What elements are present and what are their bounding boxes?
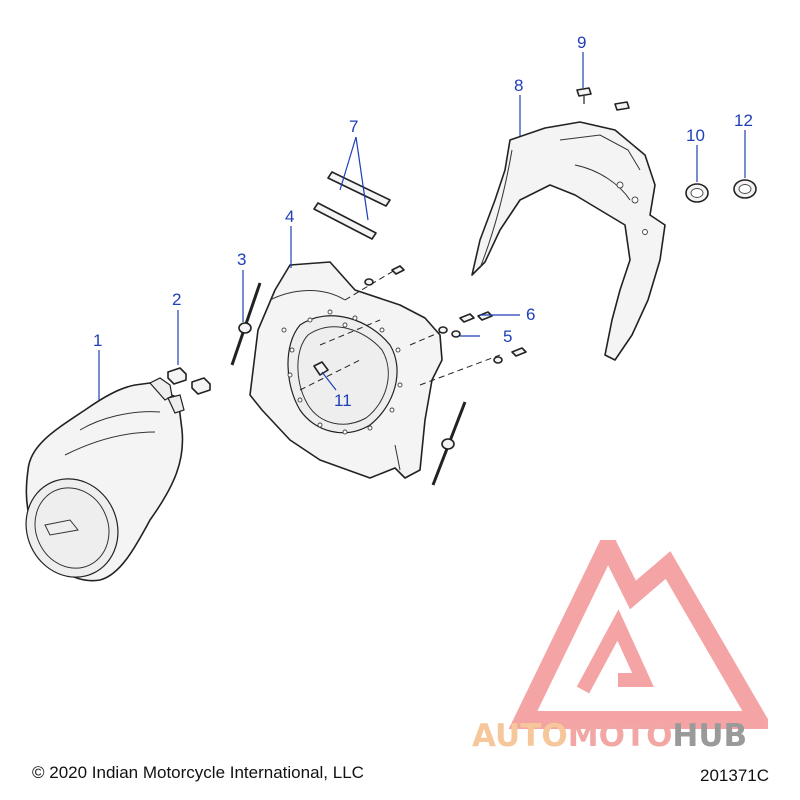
part-3-rod: [230, 282, 262, 366]
part-4-inner-fairing: [249, 261, 443, 479]
part-1-headlight-nacelle: [25, 377, 185, 582]
callout-8: 8: [514, 76, 523, 95]
logo-text-moto: MOTO: [567, 718, 673, 754]
copyright-notice: © 2020 Indian Motorcycle International, …: [32, 763, 364, 782]
part-2-clips: [167, 367, 211, 395]
drawing-number: 201371C: [700, 766, 770, 785]
part-11-bracket: [313, 361, 329, 376]
logo-text-hub: HUB: [672, 718, 748, 754]
part-7-rods: [313, 171, 391, 240]
callout-10: 10: [686, 126, 705, 145]
part-5-6-fasteners: [364, 265, 527, 364]
assembly-lines: [299, 269, 501, 391]
part-12-grommet: [733, 179, 757, 199]
logo-text-auto: AUTO: [472, 718, 568, 754]
automotohub-logo: [508, 540, 768, 729]
callout-leaders: [98, 52, 746, 400]
callout-9: 9: [577, 33, 586, 52]
callout-3: 3: [237, 250, 246, 269]
part-9-screws: [576, 87, 630, 111]
callout-2: 2: [172, 290, 181, 309]
callout-5: 5: [503, 327, 512, 346]
part-10-grommet: [685, 183, 709, 203]
callout-6: 6: [526, 305, 535, 324]
callout-numbers: 1 2 3 4 5 6 7 8 9 10 12 11: [93, 33, 753, 410]
part-8-outer-shroud: [471, 121, 666, 361]
automotohub-logo-text: AUTOMOTOHUB: [472, 718, 747, 754]
callout-4: 4: [285, 207, 294, 226]
part-3-rod-lower: [431, 401, 467, 486]
callout-1: 1: [93, 331, 102, 350]
callout-7: 7: [349, 117, 358, 136]
callout-12: 12: [734, 111, 753, 130]
callout-11: 11: [334, 391, 352, 410]
